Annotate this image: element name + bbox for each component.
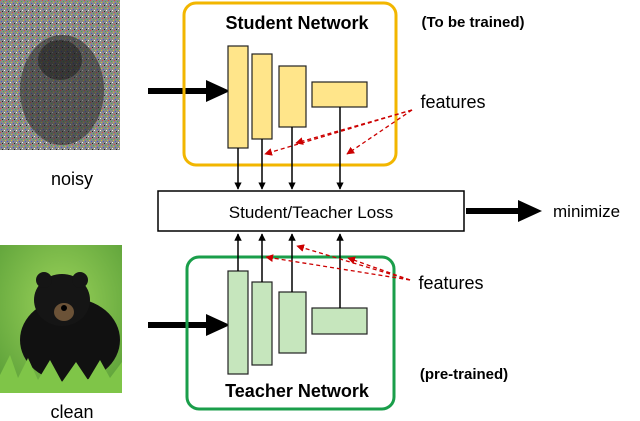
clean-input-arrow (148, 314, 230, 336)
student-network-title: Student Network (225, 13, 369, 33)
student-feature-pointers (264, 109, 413, 156)
minimize-arrow (466, 200, 542, 222)
teacher-layer-2 (251, 281, 273, 366)
loss-box (157, 190, 465, 232)
teacher-layer-1 (227, 270, 249, 375)
clean-label: clean (50, 402, 93, 421)
student-layer-2 (251, 53, 273, 140)
teacher-feature-arrows (234, 233, 344, 308)
noisy-label: noisy (51, 169, 93, 189)
teacher-feature-pointers (265, 244, 411, 281)
teacher-network-box (185, 255, 396, 411)
student-layer-3 (278, 65, 307, 128)
student-network-box (182, 1, 398, 167)
student-note: (To be trained) (421, 14, 524, 31)
teacher-layer-3 (278, 291, 307, 354)
teacher-features-label: features (418, 273, 483, 293)
noisy-input-arrow (148, 80, 230, 102)
teacher-layer-4 (311, 307, 368, 335)
teacher-network-title: Teacher Network (225, 381, 370, 401)
clean-image (0, 245, 122, 393)
student-layer-1 (227, 45, 249, 149)
minimize-label: minimize (553, 202, 620, 221)
teacher-note: (pre-trained) (420, 366, 508, 383)
student-layer-4 (311, 81, 368, 108)
noisy-image (0, 0, 120, 150)
loss-label: Student/Teacher Loss (229, 203, 393, 222)
student-feature-arrows (234, 107, 344, 190)
student-features-label: features (420, 92, 485, 112)
